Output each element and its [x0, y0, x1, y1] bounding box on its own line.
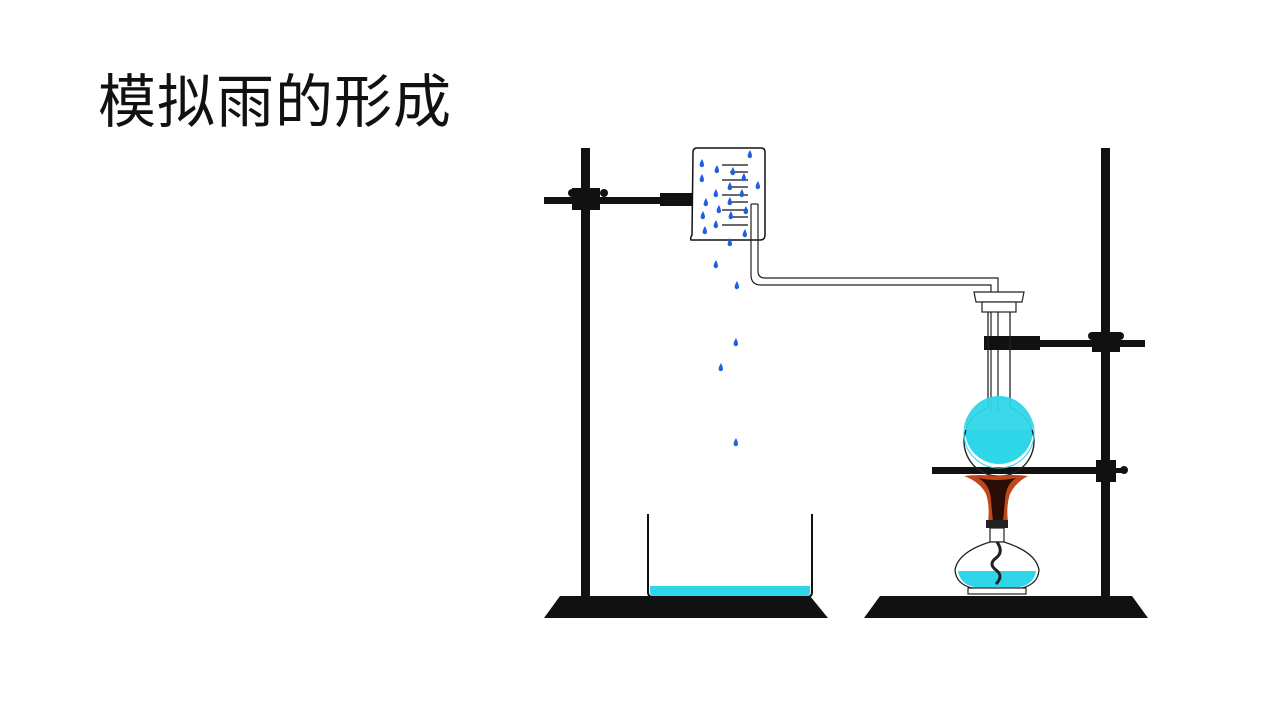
flask-water [965, 430, 1033, 464]
water-droplet [700, 211, 705, 220]
water-droplet [727, 182, 732, 191]
water-droplet [713, 260, 718, 269]
water-droplet [734, 281, 739, 290]
water-trough [647, 514, 813, 598]
ring-support-arm [932, 467, 1112, 474]
water-droplets [699, 150, 760, 447]
clamp-jaw-upper-right [984, 336, 1040, 350]
water-droplet [730, 167, 735, 176]
water-droplet [743, 206, 748, 215]
water-droplet [716, 205, 721, 214]
iron-stand-left [544, 148, 828, 618]
water-droplet [713, 189, 718, 198]
water-droplet [739, 189, 744, 198]
stand-base-left [544, 596, 828, 618]
trough-water [650, 586, 810, 596]
flask-stopper [973, 291, 1025, 303]
water-droplet [702, 226, 707, 235]
water-droplet [727, 197, 732, 206]
water-droplet [727, 238, 732, 247]
water-droplet [741, 173, 746, 182]
water-droplet [718, 363, 723, 372]
slide-title: 模拟雨的形成 [98, 68, 453, 136]
water-droplet [742, 229, 747, 238]
water-droplet [699, 174, 704, 183]
water-droplet [733, 438, 738, 447]
round-bottom-flask [963, 291, 1035, 477]
water-droplet [699, 159, 704, 168]
alcohol-lamp [954, 520, 1040, 595]
flame [964, 475, 1028, 522]
water-droplet [714, 165, 719, 174]
glass-delivery-tube [750, 203, 999, 412]
stand-rod-left [581, 148, 590, 598]
water-droplet [728, 211, 733, 220]
water-droplet [755, 181, 760, 190]
water-droplet [703, 198, 708, 207]
lamp-fuel [958, 571, 1036, 587]
water-droplet [747, 150, 752, 159]
water-droplet [713, 220, 718, 229]
clamp-arm-upper-right [985, 340, 1145, 347]
lamp-wick-holder [986, 520, 1008, 528]
stand-base-right [864, 596, 1148, 618]
lamp-wick [990, 541, 1002, 586]
clamp-arm-left [544, 197, 664, 204]
water-droplet [733, 338, 738, 347]
iron-stand-right [864, 148, 1148, 618]
stand-rod-right [1101, 148, 1110, 598]
